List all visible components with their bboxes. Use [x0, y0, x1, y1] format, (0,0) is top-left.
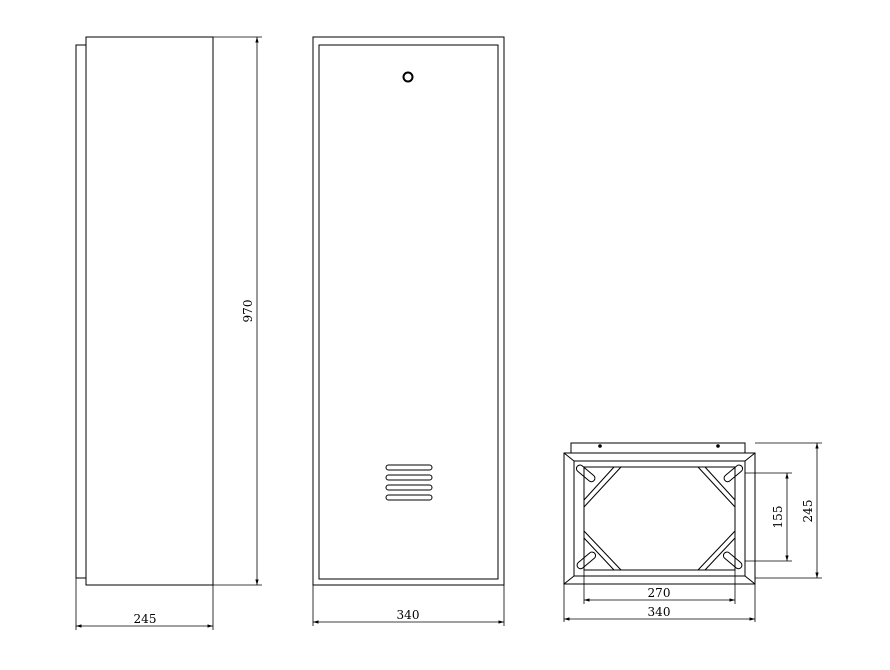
side-height-label: 970 [241, 300, 255, 323]
side-depth-label: 245 [134, 612, 157, 626]
bottom-view-inner-frame [573, 460, 746, 577]
side-view-back-flange [75, 44, 87, 579]
mounting-slot-icons [575, 464, 744, 570]
front-view-door [318, 44, 499, 580]
lock-hole-icon [402, 71, 414, 83]
flange-hole-left-icon [598, 444, 602, 448]
front-view-outer-frame [312, 36, 505, 586]
side-view: 970 245 [75, 36, 262, 630]
inner-width-label: 270 [648, 586, 671, 600]
flange-hole-right-icon [716, 444, 720, 448]
front-width-label: 340 [397, 608, 420, 622]
bottom-view-outer-box [563, 452, 756, 585]
outer-depth-label: 245 [801, 500, 815, 523]
bottom-view-opening [583, 466, 736, 571]
inner-depth-label: 155 [771, 506, 785, 529]
bottom-view: 155 245 270 340 [563, 442, 822, 622]
vent-louvers-icon [385, 464, 433, 501]
side-view-body [85, 36, 214, 586]
corner-braces [583, 466, 736, 571]
front-view: 340 [312, 36, 505, 626]
outer-width-label: 340 [648, 605, 671, 619]
